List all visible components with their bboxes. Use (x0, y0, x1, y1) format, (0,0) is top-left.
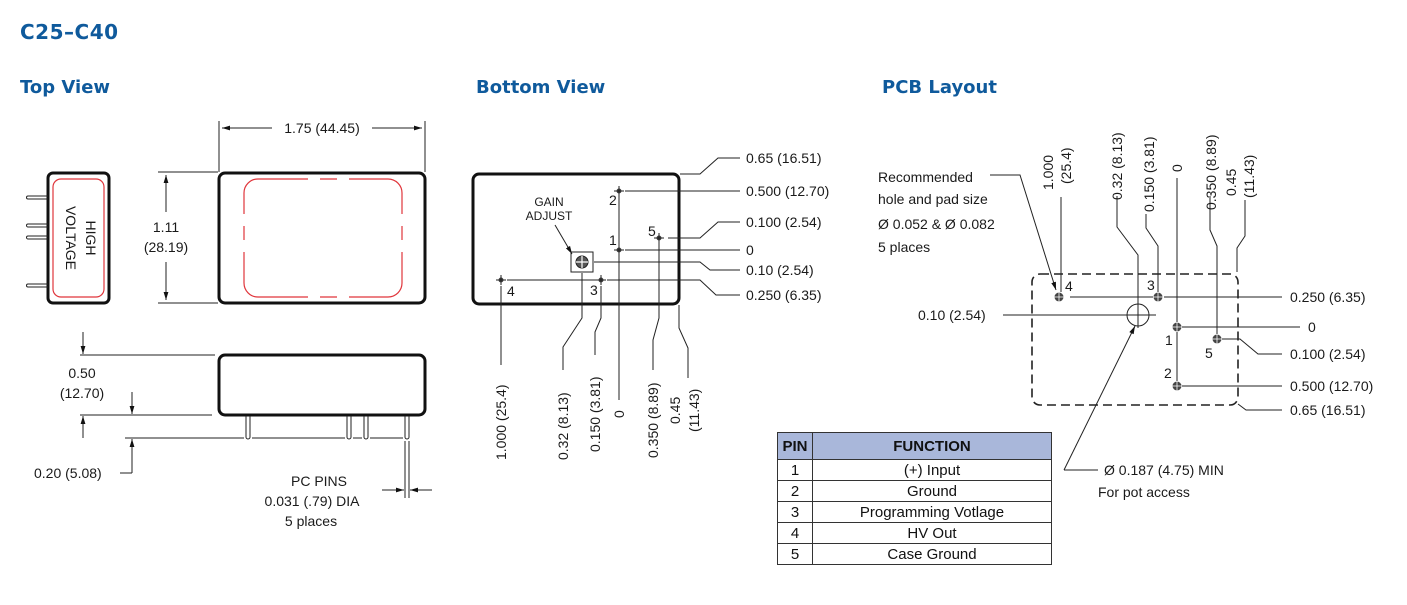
table-header-row: PIN FUNCTION (777, 432, 1052, 460)
bv-dim-032: 0.32 (8.13) (555, 392, 571, 460)
pcb-dim-right-zero: 0 (1308, 319, 1316, 335)
pcb-dim-zero: 0 (1169, 164, 1185, 172)
pin-number: 4 (777, 522, 813, 544)
pcb-outline (1031, 273, 1239, 406)
pcb-note-line2: hole and pad size (878, 191, 988, 207)
height-dimension: 1.11 (28.19) (144, 171, 218, 304)
pin-function-table: PIN FUNCTION 1 (+) Input 2 Ground 3 Prog… (777, 432, 1052, 565)
bottom-view-body (471, 172, 681, 306)
bv-dim-0150: 0.150 (3.81) (587, 377, 603, 453)
bottom-pin-5-label: 5 (648, 223, 656, 239)
pot-access-hole (1124, 300, 1156, 328)
bv-dim-010: 0.10 (2.54) (746, 262, 814, 278)
pcb-dim-065: 0.65 (16.51) (1290, 402, 1366, 418)
table-row: 3 Programming Votlage (777, 501, 1052, 523)
table-row: 2 Ground (777, 480, 1052, 502)
height-dim-mm: (28.19) (144, 239, 188, 255)
width-dimension: 1.75 (44.45) (218, 120, 426, 172)
top-view-body (217, 171, 427, 305)
pcb-layout-drawing: Recommended hole and pad size Ø 0.052 & … (878, 132, 1373, 500)
voltage-label: VOLTAGE (63, 206, 79, 270)
bottom-pin-1-label: 1 (609, 232, 617, 248)
bv-dim-0500: 0.500 (12.70) (746, 183, 829, 199)
pcb-pin-5-label: 5 (1205, 345, 1213, 361)
section-title-top-view: Top View (20, 77, 111, 98)
pcb-note-line3: Ø 0.052 & Ø 0.082 (878, 216, 995, 232)
pcb-pin-2-label: 2 (1164, 365, 1172, 381)
pin-function: (+) Input (812, 459, 1052, 481)
pin-function: Ground (812, 480, 1052, 502)
side-pins (26, 195, 48, 288)
pcb-dim-0150: 0.150 (3.81) (1141, 137, 1157, 213)
bottom-pins: 2 1 5 4 3 (496, 186, 664, 299)
bottom-view-drawing: GAIN ADJUST 2 1 5 4 3 (471, 150, 829, 461)
pcb-note-line4: 5 places (878, 239, 930, 255)
pcb-pin-1-label: 1 (1165, 332, 1173, 348)
front-elevation: 0.50 (12.70) 0.20 (5.08) PC PINS 0.031 (… (34, 332, 432, 529)
pin-number: 2 (777, 480, 813, 502)
pcb-dim-1000-in: 1.000 (1040, 155, 1056, 190)
pcb-dim-032: 0.32 (8.13) (1109, 132, 1125, 200)
table-row: 5 Case Ground (777, 543, 1052, 565)
table-row: 1 (+) Input (777, 459, 1052, 481)
pin-number: 5 (777, 543, 813, 565)
pcb-note-line1: Recommended (878, 169, 973, 185)
bottom-pin-4-label: 4 (507, 283, 515, 299)
pin-function: Case Ground (812, 543, 1052, 565)
pin-note-line1: PC PINS (291, 473, 347, 489)
pin-length-dim: 0.20 (5.08) (34, 465, 102, 481)
pin-number: 1 (777, 459, 813, 481)
bv-dim-065: 0.65 (16.51) (746, 150, 822, 166)
bv-dim-0250: 0.250 (6.35) (746, 287, 822, 303)
pcb-pin-4-label: 4 (1065, 278, 1073, 294)
pcb-pads: 4 3 1 5 2 (1054, 277, 1222, 391)
header-function: FUNCTION (812, 432, 1052, 460)
pcb-dim-045: 0.45 (1223, 169, 1239, 196)
bottom-pin-3-label: 3 (590, 282, 598, 298)
keepout-outline (243, 178, 403, 298)
header-pin: PIN (777, 432, 813, 460)
pin-function: HV Out (812, 522, 1052, 544)
pcb-dim-0250: 0.250 (6.35) (1290, 289, 1366, 305)
bv-dim-1143: (11.43) (686, 389, 702, 432)
pcb-dim-0100: 0.100 (2.54) (1290, 346, 1366, 362)
pcb-pin-3-label: 3 (1147, 277, 1155, 293)
pcb-dim-0350: 0.350 (8.89) (1203, 135, 1219, 211)
gain-adjust-line1: GAIN (534, 195, 563, 209)
bv-dim-0100: 0.100 (2.54) (746, 214, 822, 230)
pin-function: Programming Votlage (812, 501, 1052, 523)
bv-dim-0: 0 (746, 242, 754, 258)
pcb-dim-1000-mm: (25.4) (1058, 147, 1074, 184)
pot-note-line2: For pot access (1098, 484, 1190, 500)
pin-note-line2: 0.031 (.79) DIA (265, 493, 361, 509)
section-title-bottom-view: Bottom View (476, 77, 606, 98)
bv-dim-045: 0.45 (667, 397, 683, 424)
pin-number: 3 (777, 501, 813, 523)
high-label: HIGH (83, 221, 99, 256)
top-view-drawing: HIGH VOLTAGE 1.11 (28.19) 1.75 (44.45) (26, 120, 432, 529)
pcb-dim-1143: (11.43) (1241, 155, 1257, 198)
pin-note-line3: 5 places (285, 513, 337, 529)
table-row: 4 HV Out (777, 522, 1052, 544)
width-dim: 1.75 (44.45) (284, 120, 360, 136)
pcb-dim-0500: 0.500 (12.70) (1290, 378, 1373, 394)
pcb-dim-left-010: 0.10 (2.54) (918, 307, 986, 323)
height-dim-in: 1.11 (153, 219, 179, 235)
bv-dim-0350: 0.350 (8.89) (645, 383, 661, 459)
bottom-pin-2-label: 2 (609, 192, 617, 208)
body-height-mm: (12.70) (60, 385, 104, 401)
body-height-in: 0.50 (68, 365, 95, 381)
gain-adjust-pot (570, 251, 594, 273)
side-profile: HIGH VOLTAGE (26, 171, 111, 305)
pot-note-line1: Ø 0.187 (4.75) MIN (1104, 462, 1224, 478)
bv-dim-zero: 0 (611, 410, 627, 418)
section-title-pcb-layout: PCB Layout (882, 77, 997, 98)
gain-adjust-line2: ADJUST (526, 209, 573, 223)
page-title: C25–C40 (20, 20, 119, 44)
bv-dim-1000: 1.000 (25.4) (493, 385, 509, 461)
